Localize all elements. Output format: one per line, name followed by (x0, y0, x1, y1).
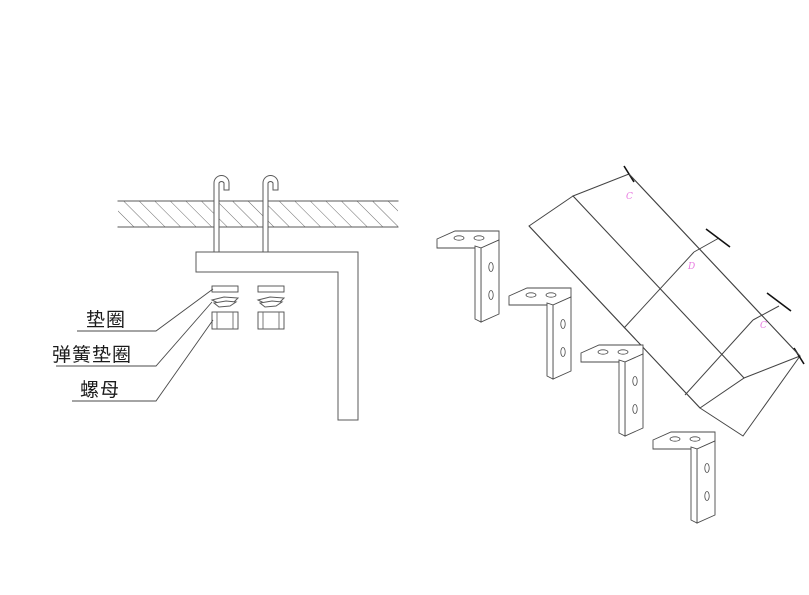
bracket-2-hole-side-a (560, 319, 566, 329)
hook-bolt-right (262, 175, 279, 253)
hex-nut (211, 311, 239, 330)
panel-seam-1 (623, 251, 695, 329)
angle-bracket-iso-3 (580, 344, 644, 437)
panel-seam-1b (693, 237, 720, 253)
angle-bracket-iso-1 (436, 230, 500, 323)
bracket-1-hole-top-a (453, 235, 465, 241)
bracket-3-leg-edge (618, 359, 626, 437)
bracket-outline (195, 251, 359, 421)
bracket-2-hole-side-b (560, 347, 566, 357)
flat-washer-2-body (257, 285, 285, 293)
callout-labels: 垫圈 弹簧垫圈 螺母 (52, 309, 132, 401)
angle-bracket-iso-2 (508, 287, 572, 380)
bracket-1-hole-side-a (488, 262, 494, 272)
dim-line-edge (628, 173, 801, 357)
hook-bolt-left (213, 175, 230, 253)
slab-hatch-fill (118, 201, 398, 227)
callout-leader-lines (56, 288, 214, 402)
label-nut: 螺母 (80, 379, 120, 401)
isometric-panel-with-brackets: C D C (436, 165, 805, 524)
angle-bracket-iso-4 (652, 431, 716, 524)
fastener-stack-left (210, 285, 240, 330)
bracket-3-hole-side-b (632, 404, 638, 414)
spring-washer-lower (212, 300, 238, 308)
flat-washer (211, 285, 239, 293)
angle-bracket-section-profile (195, 251, 359, 421)
bracket-4-hole-top-b (689, 436, 701, 442)
hook-bolt-right-shank (262, 175, 279, 253)
hex-nut-2-body (257, 311, 285, 330)
bracket-4-hole-side-b (704, 491, 710, 501)
leader-washer (77, 288, 214, 332)
spring-washer (210, 296, 240, 308)
bracket-4-hole-top-a (669, 436, 681, 442)
dim-label-c-top: C (626, 192, 633, 202)
label-spring-washer: 弹簧垫圈 (52, 344, 132, 366)
label-washer: 垫圈 (86, 309, 126, 331)
panel-seam-2b (752, 305, 780, 321)
bracket-3-hole-top-b (617, 349, 629, 355)
dim-tick-1 (705, 228, 731, 248)
fastener-stack-right (256, 285, 286, 330)
bracket-3-hole-top-a (597, 349, 609, 355)
leader-nut (72, 319, 214, 402)
hex-nut-body (211, 311, 239, 330)
bracket-2-vertical-leg (552, 296, 572, 380)
panel-seam-2 (684, 319, 754, 396)
panel-lower-edge (528, 225, 701, 409)
bracket-4-hole-side-a (704, 463, 710, 473)
hook-bolt-left-shank (213, 175, 230, 253)
spring-washer-2-lower (258, 300, 284, 308)
bracket-2-hole-top-a (525, 292, 537, 298)
bracket-3-vertical-leg (624, 353, 644, 437)
bracket-1-hole-top-b (473, 235, 485, 241)
hex-nut-2 (257, 311, 285, 330)
panel-end-cap (699, 355, 801, 437)
bracket-1-hole-side-b (488, 290, 494, 300)
isometric-panel-strip: C D C (528, 165, 805, 437)
spring-washer-2 (256, 296, 286, 308)
dim-label-d-mid: D (687, 262, 695, 272)
dim-label-c-bottom: C (760, 321, 767, 331)
bracket-3-hole-side-a (632, 376, 638, 386)
leader-spring-washer (56, 301, 213, 367)
ceiling-hook-bolt-bracket-section: 垫圈 弹簧垫圈 螺母 (52, 175, 399, 421)
flat-washer-2 (257, 285, 285, 293)
bracket-1-leg-edge (474, 245, 482, 323)
dim-tick-2 (766, 292, 792, 312)
flat-washer-body (211, 285, 239, 293)
bracket-4-vertical-leg (696, 440, 716, 524)
bracket-1-vertical-leg (480, 239, 500, 323)
bracket-4-leg-edge (690, 446, 698, 524)
concrete-slab-hatched (117, 200, 399, 228)
bracket-2-hole-top-b (545, 292, 557, 298)
bracket-2-leg-edge (546, 302, 554, 380)
